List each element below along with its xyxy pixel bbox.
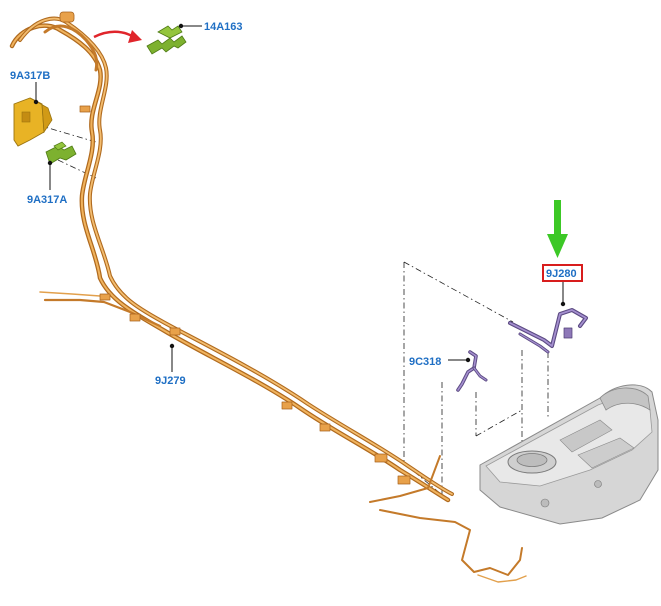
clip-14A163 [146,25,187,55]
label-9A317B: 9A317B [10,70,50,82]
vent-hose-9J280 [508,308,588,354]
fuel-tank [479,384,659,525]
label-14A163: 14A163 [204,21,243,33]
bracket-9A317B [13,97,53,147]
label-9A317A: 9A317A [27,194,67,206]
label-9J279: 9J279 [155,375,186,387]
clip-9A317A [45,141,77,165]
red-arrow [93,30,142,43]
label-9J280: 9J280 [546,268,577,280]
highlight-box [542,264,583,282]
fuel-lines-9J279 [9,11,527,583]
leader-lines [33,23,566,372]
label-9C318: 9C318 [409,356,441,368]
green-arrow [547,200,568,258]
vent-tube-9C318 [456,350,488,392]
projection-lines [37,124,549,496]
